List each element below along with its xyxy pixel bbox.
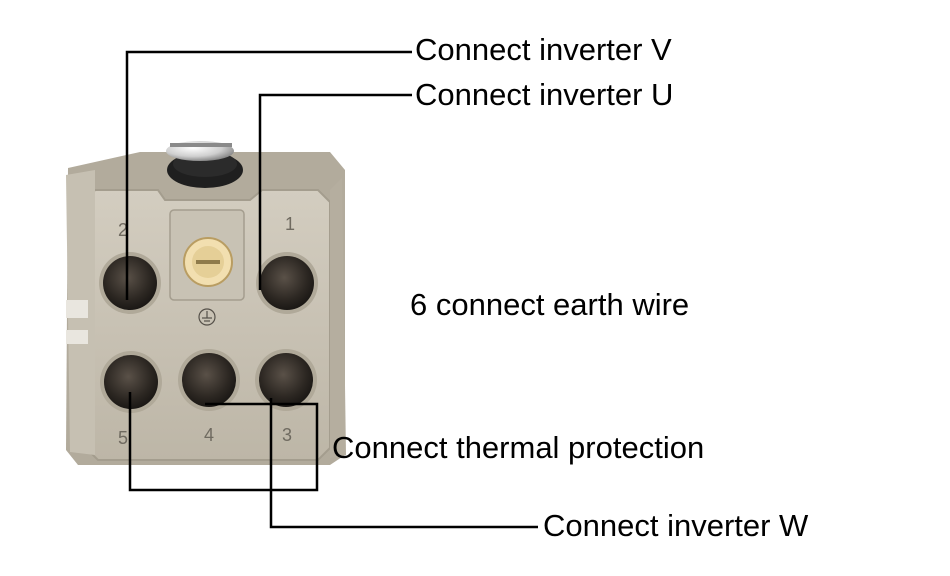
label-connect-inverter-u: Connect inverter U [415, 77, 674, 112]
label-connect-inverter-v: Connect inverter V [415, 32, 672, 67]
leader-line-inverter-v [125, 50, 412, 300]
leader-line-inverter-w [269, 398, 538, 529]
pin-number-4: 4 [204, 425, 214, 445]
leader-line-inverter-u [258, 93, 412, 290]
housing-left-notch [66, 300, 88, 318]
earth-screw-terminal [169, 209, 245, 301]
pin-socket-1 [256, 252, 318, 314]
pin-number-3: 3 [282, 425, 292, 445]
housing-left-notch-2 [66, 330, 88, 344]
housing-right-flange [330, 178, 346, 458]
pin-number-1: 1 [285, 214, 295, 234]
label-connect-inverter-w: Connect inverter W [543, 508, 809, 543]
pin-number-2: 2 [118, 220, 128, 240]
label-connect-thermal-protection: Connect thermal protection [332, 430, 705, 465]
label-connect-earth-wire: 6 connect earth wire [410, 287, 690, 322]
pin-socket-4 [178, 349, 240, 411]
pin-socket-2 [99, 252, 161, 314]
leader-line-thermal-protection [128, 392, 319, 492]
pin-socket-5 [100, 351, 162, 413]
pin-number-5: 5 [118, 428, 128, 448]
top-screw [166, 141, 243, 188]
earth-symbol [198, 308, 216, 326]
pin-socket-3 [255, 349, 317, 411]
